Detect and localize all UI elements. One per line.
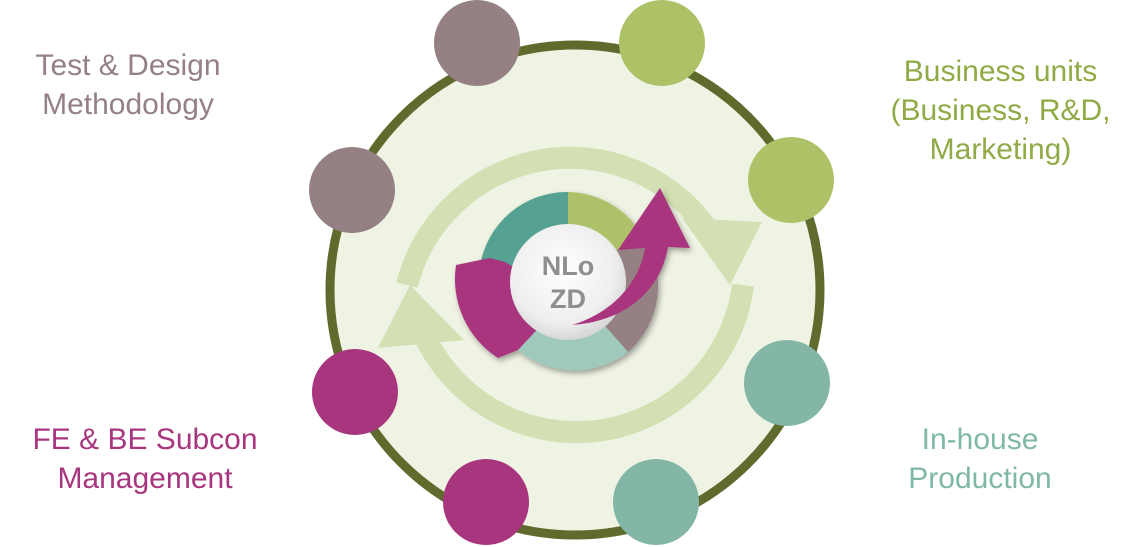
label-business-units-line3: Marketing) [929,133,1072,166]
circle-teal-bottom [613,459,699,545]
label-inhouse-production-line1: In-house [921,423,1039,456]
label-business-units-line2: (Business, R&D, [890,94,1111,127]
label-subcon-management: FE & BE Subcon Management [0,420,290,498]
circle-magenta-left [312,349,398,435]
label-test-design-line1: Test & Design [35,49,221,82]
circle-green-right [748,137,834,223]
label-business-units-line1: Business units [903,55,1098,88]
label-business-units: Business units (Business, R&D, Marketing… [864,52,1137,169]
label-subcon-management-line2: Management [57,462,233,495]
core-disc [510,224,626,340]
label-inhouse-production-line2: Production [908,462,1052,495]
core-text-line1: NLo [542,251,594,281]
circle-taupe-top [434,0,520,86]
rising-arrow [572,188,690,325]
circle-green-top [619,0,705,86]
circle-teal-right [744,340,830,426]
cycle-arrow-bottom [414,283,754,444]
circle-taupe-left [309,147,395,233]
label-test-design: Test & Design Methodology [8,46,248,124]
core-text-line2: ZD [550,284,586,314]
label-test-design-line2: Methodology [42,88,214,121]
cycle-arrows [396,146,754,444]
cycle-arrowhead-right [682,218,762,285]
circle-magenta-bottom [443,459,529,545]
core-emblem [454,188,690,371]
puzzle-piece-dark-teal [480,191,568,276]
satellite-circles [309,0,834,545]
label-inhouse-production: In-house Production [870,420,1090,498]
label-subcon-management-line1: FE & BE Subcon [32,423,258,456]
cycle-arrowhead-left [378,285,464,348]
cycle-arrow-top [396,146,718,288]
